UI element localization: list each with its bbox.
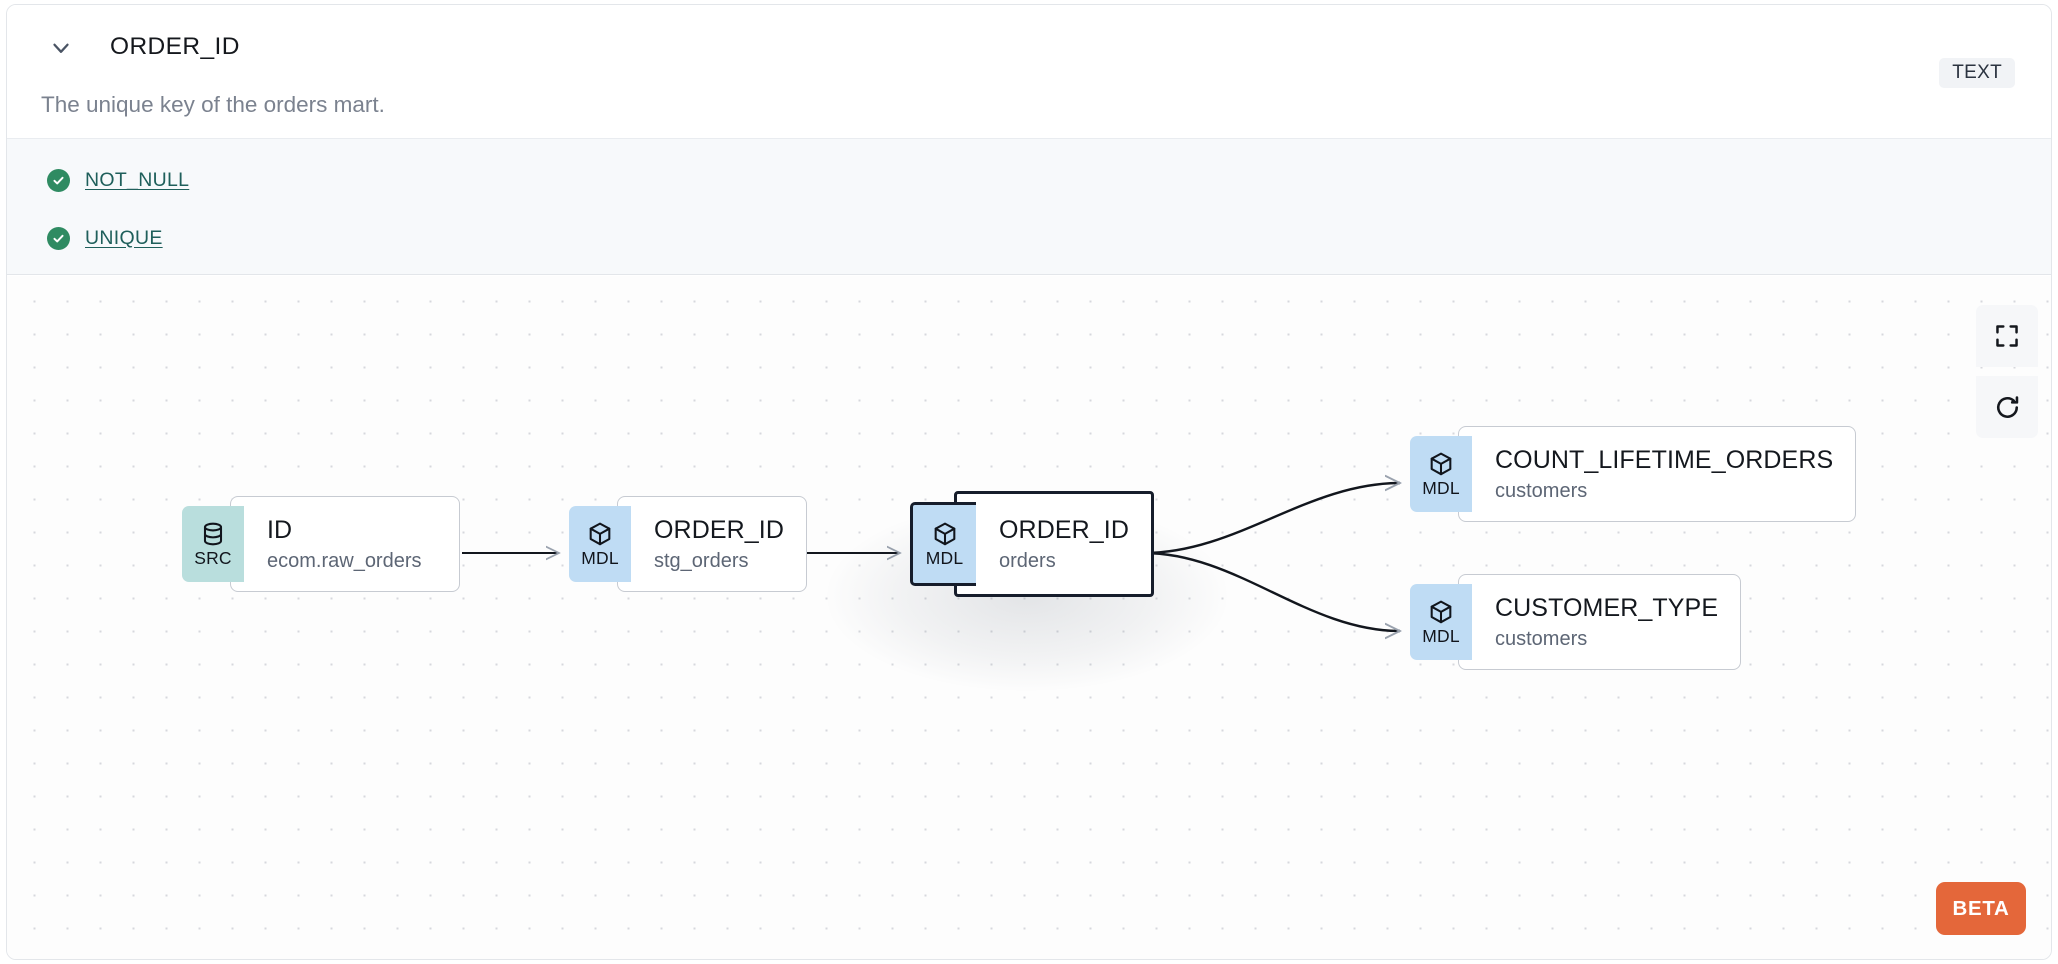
test-row: NOT_NULL	[47, 166, 189, 194]
check-circle-icon	[47, 226, 70, 250]
edge-orders-to-count-lifetime-orders	[1143, 483, 1400, 555]
cube-icon	[1430, 600, 1452, 623]
node-badge-mdl: MDL	[910, 502, 976, 586]
node-subtitle: customers	[1495, 479, 1588, 502]
beta-badge[interactable]: BETA	[1936, 882, 2026, 935]
edge-orders-to-customer-type	[1143, 551, 1400, 631]
node-badge-label: SRC	[194, 547, 232, 568]
node-name: COUNT_LIFETIME_ORDERS	[1495, 445, 1834, 474]
node-name: ID	[267, 515, 293, 544]
node-subtitle: ecom.raw_orders	[267, 549, 422, 572]
node-name: ORDER_ID	[999, 515, 1129, 544]
lineage-node-count-lifetime-orders[interactable]: MDL COUNT_LIFETIME_ORDERS customers	[1410, 426, 1857, 522]
node-body: COUNT_LIFETIME_ORDERS customers	[1458, 426, 1857, 522]
node-badge-label: MDL	[581, 547, 619, 568]
page-title: ORDER_ID	[110, 33, 240, 60]
fullscreen-button[interactable]	[1976, 305, 2038, 367]
node-badge-label: MDL	[1422, 625, 1460, 646]
column-header-row: ORDER_ID TEXT	[7, 29, 2051, 88]
test-link-unique[interactable]: UNIQUE	[85, 226, 163, 249]
cube-icon	[1430, 452, 1452, 475]
node-body: CUSTOMER_TYPE customers	[1458, 574, 1742, 670]
node-name: CUSTOMER_TYPE	[1495, 593, 1719, 622]
lineage-node-customer-type[interactable]: MDL CUSTOMER_TYPE customers	[1410, 574, 1742, 670]
node-subtitle: orders	[999, 549, 1056, 572]
tests-section: NOT_NULL UNIQUE	[7, 138, 2051, 275]
refresh-button[interactable]	[1976, 376, 2038, 438]
node-badge-src: SRC	[182, 506, 244, 582]
column-description: The unique key of the orders mart.	[41, 92, 385, 117]
test-link-not-null[interactable]: NOT_NULL	[85, 168, 190, 191]
chevron-down-icon[interactable]	[47, 34, 75, 62]
test-row: UNIQUE	[47, 224, 163, 252]
refresh-icon	[1996, 395, 2018, 418]
node-subtitle: stg_orders	[654, 549, 749, 572]
node-badge-label: MDL	[925, 547, 964, 568]
node-name: ORDER_ID	[654, 515, 784, 544]
lineage-canvas[interactable]: SRC ID ecom.raw_orders MDL	[7, 276, 2052, 960]
node-body: ORDER_ID stg_orders	[617, 496, 807, 592]
lineage-node-orders-order-id-selected[interactable]: MDL ORDER_ID orders	[910, 491, 1154, 597]
lineage-node-stg-order-id[interactable]: MDL ORDER_ID stg_orders	[569, 496, 807, 592]
check-circle-icon	[47, 168, 70, 192]
cube-icon	[589, 522, 611, 545]
lineage-node-src-id[interactable]: SRC ID ecom.raw_orders	[182, 496, 460, 592]
cube-icon	[934, 522, 955, 545]
column-header: ORDER_ID TEXT The unique key of the orde…	[7, 5, 2051, 138]
node-subtitle: customers	[1495, 627, 1588, 650]
node-badge-label: MDL	[1422, 477, 1460, 498]
node-badge-mdl: MDL	[1410, 436, 1472, 512]
column-type-badge: TEXT	[1939, 58, 2015, 88]
node-body: ORDER_ID orders	[954, 491, 1154, 597]
column-detail-card: ORDER_ID TEXT The unique key of the orde…	[6, 4, 2052, 960]
node-body: ID ecom.raw_orders	[230, 496, 460, 592]
fullscreen-icon	[1996, 325, 2018, 347]
node-badge-mdl: MDL	[569, 506, 631, 582]
database-icon	[203, 522, 223, 545]
lineage-edges	[462, 276, 2052, 960]
node-badge-mdl: MDL	[1410, 584, 1472, 660]
